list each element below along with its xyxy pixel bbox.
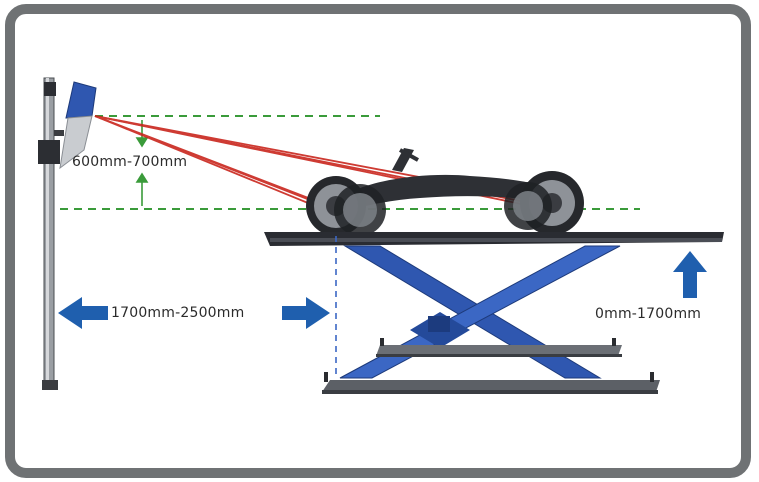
camera-head-icon [54, 81, 97, 170]
lift-height-label: 0mm-1700mm [595, 306, 702, 322]
lift-platform [264, 232, 724, 246]
arrow-right-icon [282, 297, 330, 329]
arrow-left-icon [58, 297, 108, 329]
height-indicator-arrows [135, 120, 149, 206]
go-kart-icon [306, 148, 584, 236]
lift-base [322, 338, 660, 394]
aligner-column [38, 77, 60, 390]
camera-height-label: 600mm-700mm [72, 154, 188, 170]
arrow-up-icon [673, 251, 707, 298]
distance-label: 1700mm-2500mm [111, 305, 245, 321]
